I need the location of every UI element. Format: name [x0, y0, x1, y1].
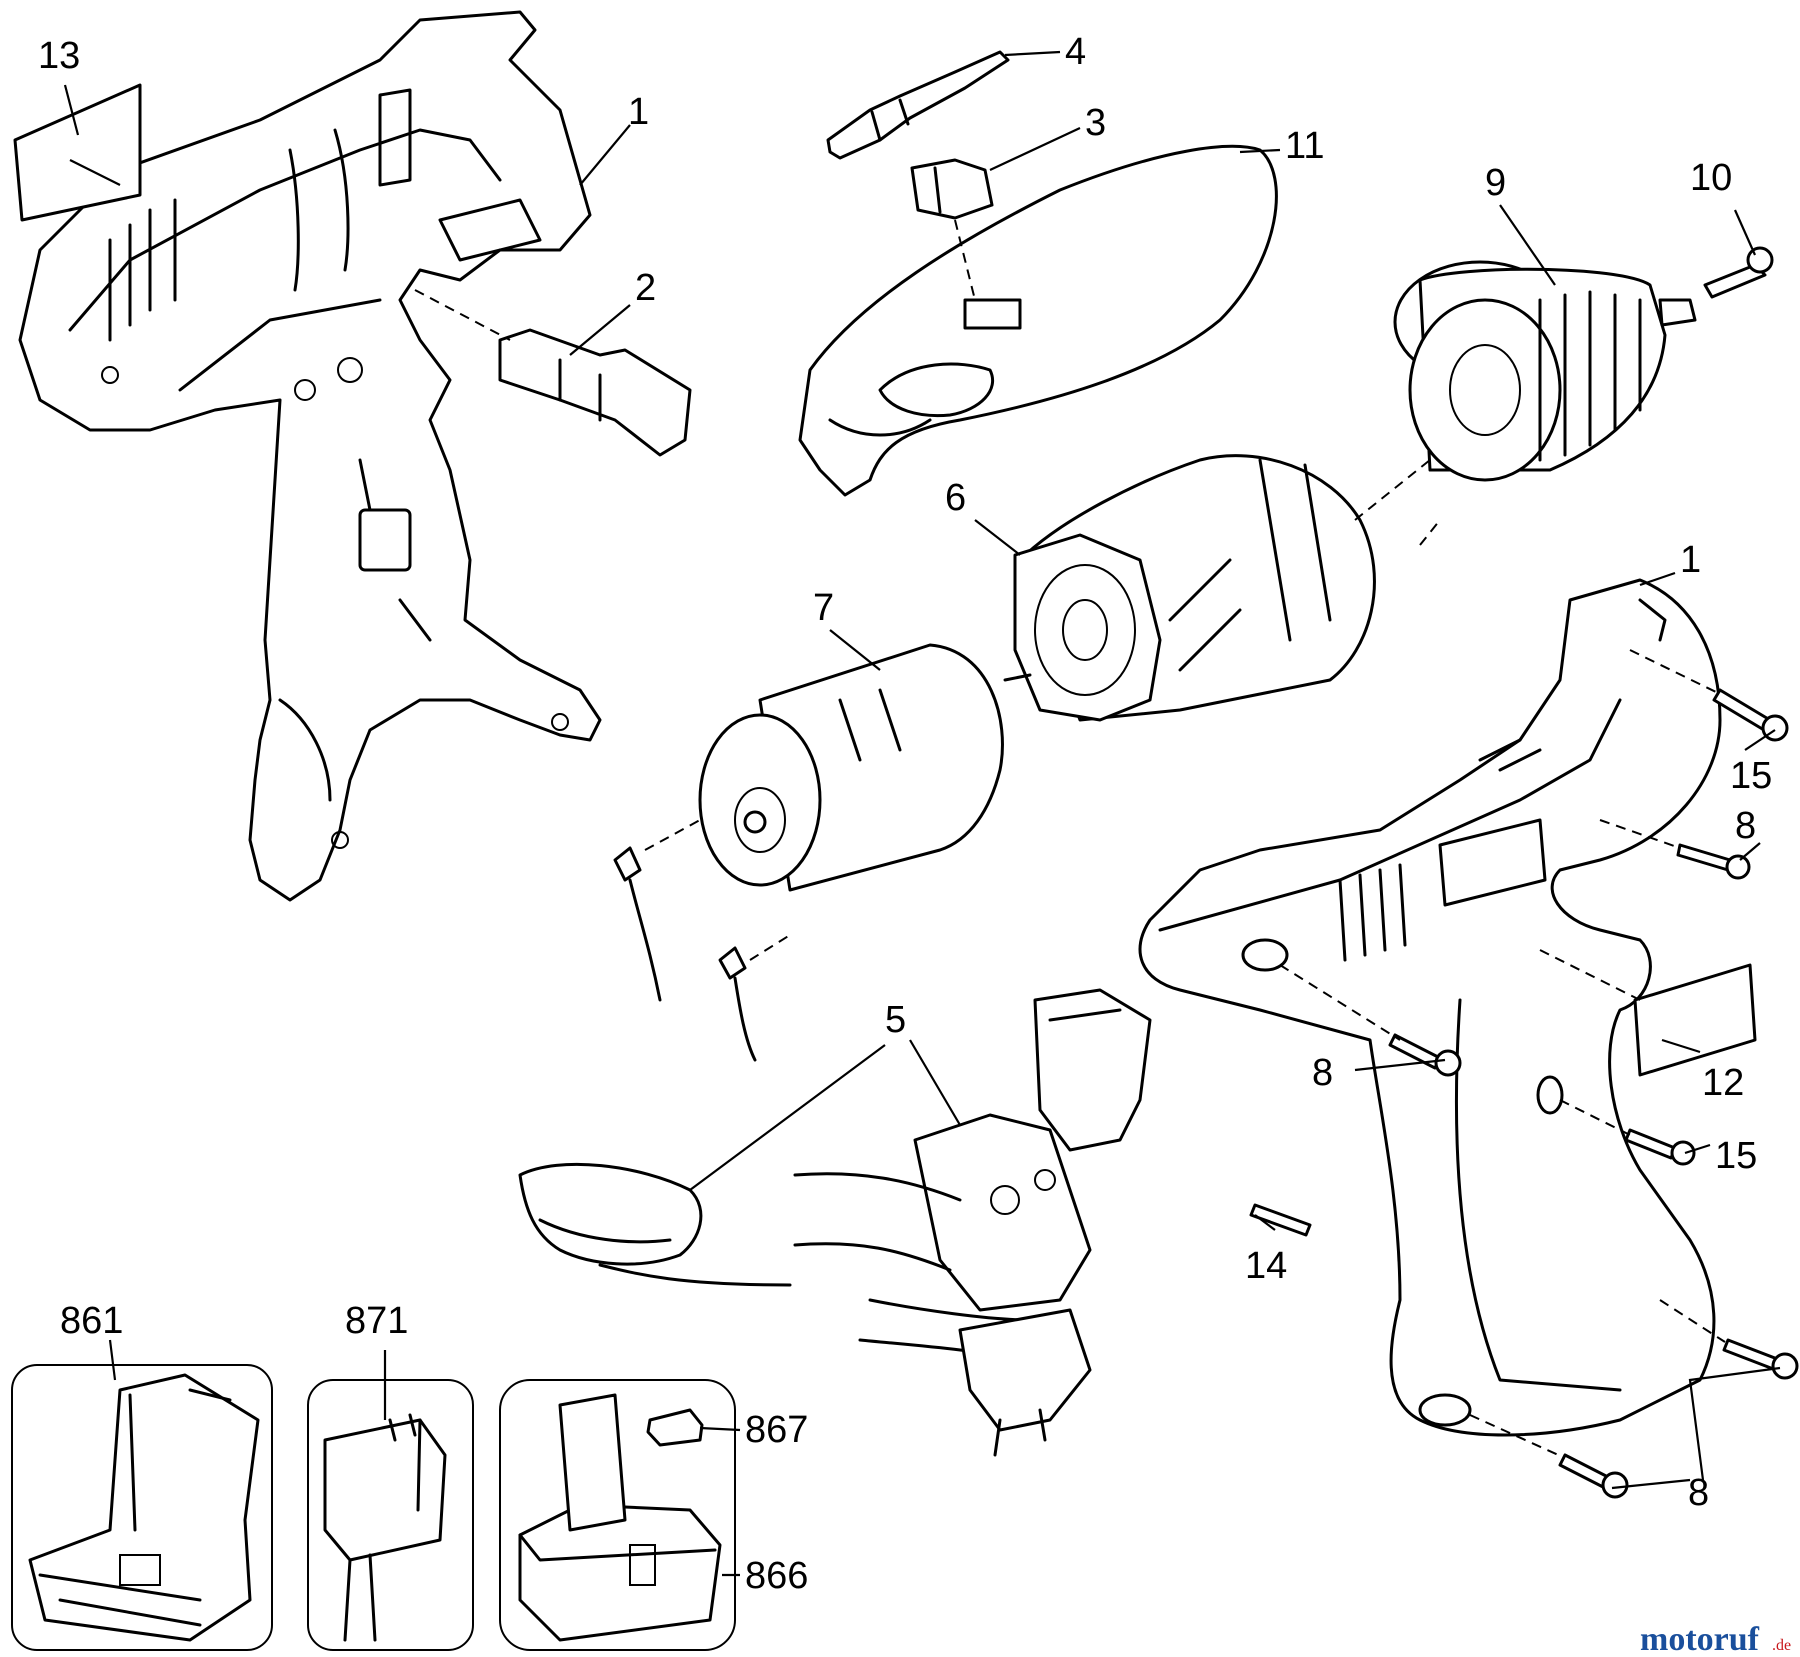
label-1-left: 1	[628, 91, 649, 133]
pin-14	[1249, 1203, 1312, 1237]
label-plate-12	[1633, 963, 1757, 1077]
label-861: 861	[60, 1300, 123, 1342]
label-8-bottom: 8	[1688, 1472, 1709, 1514]
gearbox-6	[1013, 454, 1376, 722]
top-cover-11	[798, 144, 1278, 497]
label-871: 871	[345, 1300, 408, 1342]
label-14: 14	[1245, 1245, 1287, 1287]
housing-right-half	[1138, 578, 1722, 1437]
label-1-right: 1	[1680, 539, 1701, 581]
label-8-top: 8	[1735, 805, 1756, 847]
slider-button-2	[498, 328, 692, 457]
housing-left-half	[18, 10, 602, 902]
drill-chuck-9	[1393, 260, 1697, 482]
label-866: 866	[745, 1555, 808, 1597]
label-8-mid: 8	[1312, 1052, 1333, 1094]
motor-wires	[613, 846, 757, 1062]
switch-assembly-5	[518, 988, 1152, 1457]
charger-871	[307, 1379, 474, 1651]
label-4: 4	[1065, 31, 1086, 73]
label-6: 6	[945, 477, 966, 519]
label-7: 7	[813, 587, 834, 629]
watermark-text: motoruf	[1640, 1621, 1760, 1657]
label-12: 12	[1702, 1062, 1744, 1104]
motor-7	[698, 643, 1032, 892]
part-labels: 13 1 2 4 3 11 10 9 6 7 1 15 8 8 12 15 14…	[38, 31, 1772, 1597]
screw-10	[1703, 246, 1774, 299]
screwdriver-bit-4	[826, 50, 1010, 160]
bit-clip-3	[910, 158, 994, 220]
label-10: 10	[1690, 157, 1732, 199]
leader-lines	[63, 50, 1781, 1577]
kit-case-861	[11, 1364, 273, 1651]
watermark: motoruf .de	[1640, 1621, 1791, 1657]
label-9: 9	[1485, 162, 1506, 204]
label-3: 3	[1085, 102, 1106, 144]
battery-pack-866	[499, 1379, 736, 1651]
label-5: 5	[885, 999, 906, 1041]
label-13: 13	[38, 35, 80, 77]
screws	[1388, 688, 1799, 1499]
label-15-top: 15	[1730, 755, 1772, 797]
label-867: 867	[745, 1409, 808, 1451]
assembly-lines	[414, 219, 1726, 1459]
label-15-bottom: 15	[1715, 1135, 1757, 1177]
watermark-suffix: .de	[1772, 1637, 1791, 1654]
label-11: 11	[1285, 125, 1324, 167]
label-2: 2	[635, 267, 656, 309]
label-plate-13	[13, 83, 142, 222]
